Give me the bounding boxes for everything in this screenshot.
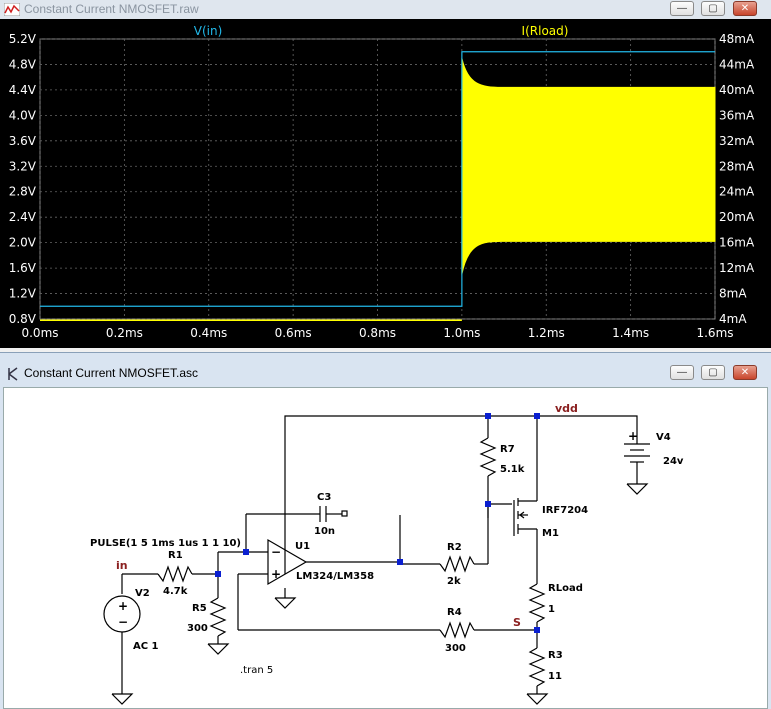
waveform-window: Constant Current NMOSFET.raw — ▢ ✕ 0.0ms… xyxy=(0,0,771,348)
r3-label[interactable]: R3 xyxy=(548,650,563,661)
schematic-minimize-button[interactable]: — xyxy=(670,365,694,380)
right-tick-label: 48mA xyxy=(719,32,755,46)
left-tick-label: 3.2V xyxy=(9,159,37,173)
m1-label[interactable]: M1 xyxy=(542,528,559,539)
right-tick-label: 32mA xyxy=(719,134,755,148)
right-tick-label: 44mA xyxy=(719,57,755,71)
r5-value[interactable]: 300 xyxy=(187,623,208,634)
net-label-in[interactable]: in xyxy=(116,559,128,572)
schematic-titlebar: Constant Current NMOSFET.asc — ▢ ✕ xyxy=(0,364,771,383)
r1-label[interactable]: R1 xyxy=(168,550,183,561)
waveform-minimize-button[interactable]: — xyxy=(670,1,694,16)
right-tick-label: 8mA xyxy=(719,287,747,301)
left-tick-label: 1.6V xyxy=(9,261,37,275)
r7-value[interactable]: 5.1k xyxy=(500,464,525,475)
left-tick-label: 0.8V xyxy=(9,312,37,326)
u1-minus-sign: + xyxy=(271,567,281,581)
r1-value[interactable]: 4.7k xyxy=(163,586,188,597)
r5-label[interactable]: R5 xyxy=(192,603,207,614)
r4-value[interactable]: 300 xyxy=(445,643,466,654)
left-tick-label: 4.4V xyxy=(9,83,37,97)
pulse-spec-label[interactable]: PULSE(1 5 1ms 1us 1 1 10) xyxy=(90,538,241,549)
x-tick-label: 0.8ms xyxy=(359,326,396,340)
left-tick-label: 5.2V xyxy=(9,32,37,46)
r4-label[interactable]: R4 xyxy=(447,607,462,618)
waveform-app-icon xyxy=(4,3,20,16)
legend-vin[interactable]: V(in) xyxy=(194,24,223,38)
v2-ac-label[interactable]: AC 1 xyxy=(133,641,159,652)
tran-directive[interactable]: .tran 5 xyxy=(240,665,273,676)
x-tick-label: 1.2ms xyxy=(528,326,565,340)
left-tick-label: 4.0V xyxy=(9,108,37,122)
right-tick-label: 12mA xyxy=(719,261,755,275)
waveform-maximize-button[interactable]: ▢ xyxy=(701,1,725,16)
u1-plus-sign: − xyxy=(271,545,281,559)
rload-label[interactable]: RLoad xyxy=(548,583,583,594)
r2-label[interactable]: R2 xyxy=(447,542,462,553)
x-tick-label: 1.0ms xyxy=(443,326,480,340)
waveform-close-button[interactable]: ✕ xyxy=(733,1,757,16)
right-tick-label: 20mA xyxy=(719,210,755,224)
schematic-title: Constant Current NMOSFET.asc xyxy=(24,366,199,380)
net-label-vdd[interactable]: vdd xyxy=(555,402,578,415)
right-tick-label: 4mA xyxy=(719,312,747,326)
v4-value[interactable]: 24v xyxy=(663,456,684,467)
v4-label[interactable]: V4 xyxy=(656,432,671,443)
right-tick-label: 36mA xyxy=(719,108,755,122)
r7-label[interactable]: R7 xyxy=(500,444,515,455)
waveform-plot-pane[interactable]: 0.0ms 0.2ms 0.4ms 0.6ms 0.8ms 1.0ms 1.2ms 1.4ms… xyxy=(0,19,771,348)
series-irload-band[interactable] xyxy=(461,57,716,275)
v2-plus-sign: + xyxy=(118,599,128,613)
schematic-drawing[interactable]: vdd in S PULSE(1 5 1ms 1us 1 1 10) V2 AC… xyxy=(4,388,767,708)
x-tick-label: 0.0ms xyxy=(21,326,58,340)
left-tick-label: 4.8V xyxy=(9,57,37,71)
v2-minus-sign: − xyxy=(118,615,128,629)
left-tick-label: 1.2V xyxy=(9,287,37,301)
x-tick-label: 0.6ms xyxy=(275,326,312,340)
left-tick-label: 2.8V xyxy=(9,185,37,199)
schematic-canvas[interactable]: vdd in S PULSE(1 5 1ms 1us 1 1 10) V2 AC… xyxy=(3,387,768,709)
schematic-maximize-button[interactable]: ▢ xyxy=(701,365,725,380)
rload-value[interactable]: 1 xyxy=(548,604,555,615)
m1-part-label[interactable]: IRF7204 xyxy=(542,505,588,516)
c3-label[interactable]: C3 xyxy=(317,492,331,503)
r2-value[interactable]: 2k xyxy=(447,576,461,587)
u1-value[interactable]: LM324/LM358 xyxy=(296,571,374,582)
series-vin-line[interactable] xyxy=(40,51,715,307)
net-label-s[interactable]: S xyxy=(513,616,521,629)
left-tick-label: 3.6V xyxy=(9,134,37,148)
left-tick-label: 2.0V xyxy=(9,236,37,250)
waveform-chart[interactable]: 0.0ms 0.2ms 0.4ms 0.6ms 0.8ms 1.0ms 1.2ms 1.4ms… xyxy=(0,19,771,348)
x-tick-label: 0.2ms xyxy=(106,326,143,340)
waveform-title: Constant Current NMOSFET.raw xyxy=(24,2,199,16)
r3-value[interactable]: 11 xyxy=(548,671,562,682)
right-tick-label: 28mA xyxy=(719,159,755,173)
right-tick-label: 40mA xyxy=(719,83,755,97)
schematic-app-icon xyxy=(8,367,18,381)
right-tick-label: 24mA xyxy=(719,185,755,199)
right-tick-label: 16mA xyxy=(719,236,755,250)
x-tick-label: 0.4ms xyxy=(190,326,227,340)
v4-plus-sign: + xyxy=(628,429,638,443)
waveform-titlebar: Constant Current NMOSFET.raw — ▢ ✕ xyxy=(0,0,771,19)
u1-label[interactable]: U1 xyxy=(295,541,310,552)
v2-label[interactable]: V2 xyxy=(135,588,150,599)
schematic-window: Constant Current NMOSFET.asc — ▢ ✕ xyxy=(0,352,771,709)
x-tick-label: 1.6ms xyxy=(696,326,733,340)
x-tick-label: 1.4ms xyxy=(612,326,649,340)
left-tick-label: 2.4V xyxy=(9,210,37,224)
schematic-close-button[interactable]: ✕ xyxy=(733,365,757,380)
legend-irload[interactable]: I(Rload) xyxy=(522,24,569,38)
c3-value[interactable]: 10n xyxy=(314,526,335,537)
